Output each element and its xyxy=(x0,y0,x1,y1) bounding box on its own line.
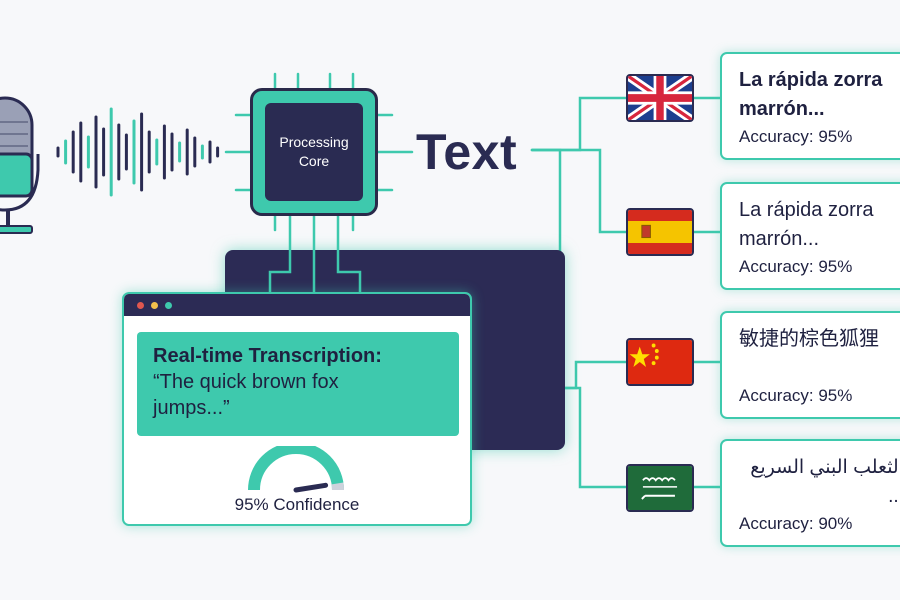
processing-core-line2: Core xyxy=(298,153,330,169)
processing-core-label: Processing Core xyxy=(265,103,363,201)
confidence-label: 95% Confidence xyxy=(234,495,360,514)
accuracy-label: Accuracy: 95% xyxy=(739,257,853,276)
window-dot-yellow[interactable] xyxy=(151,302,158,309)
translation-text: الثعلب البني السريع... xyxy=(750,457,900,507)
accuracy-label: Accuracy: 90% xyxy=(739,514,853,533)
china-flag xyxy=(626,338,694,386)
translation-card-chinese: 敏捷的棕色狐狸 Accuracy: 95% xyxy=(720,311,900,419)
window-dot-red[interactable] xyxy=(137,302,144,309)
transcription-title: Real-time Transcription: xyxy=(153,345,382,367)
uk-flag xyxy=(626,74,694,122)
saudi-arabia-flag xyxy=(626,464,694,512)
processing-core-line1: Processing xyxy=(279,134,349,150)
translation-card-arabic: الثعلب البني السريع... Accuracy: 90% xyxy=(720,439,900,547)
accuracy-label: Accuracy: 95% xyxy=(739,386,853,405)
output-text-label: Text xyxy=(416,124,518,180)
window-dot-green[interactable] xyxy=(165,302,172,309)
accuracy-label: Accuracy: 95% xyxy=(739,127,853,146)
transcription-quote-line2: jumps...” xyxy=(153,397,230,419)
sound-wave-icon xyxy=(56,107,220,197)
microphone-icon xyxy=(0,96,40,234)
transcription-box: Real-time Transcription: “The quick brow… xyxy=(137,332,459,436)
window-title-bar xyxy=(124,294,470,316)
transcription-quote-line1: “The quick brown fox xyxy=(153,371,339,393)
translation-text: 敏捷的棕色狐狸 xyxy=(739,328,879,350)
spain-flag xyxy=(626,208,694,256)
gauge-icon xyxy=(248,446,344,493)
